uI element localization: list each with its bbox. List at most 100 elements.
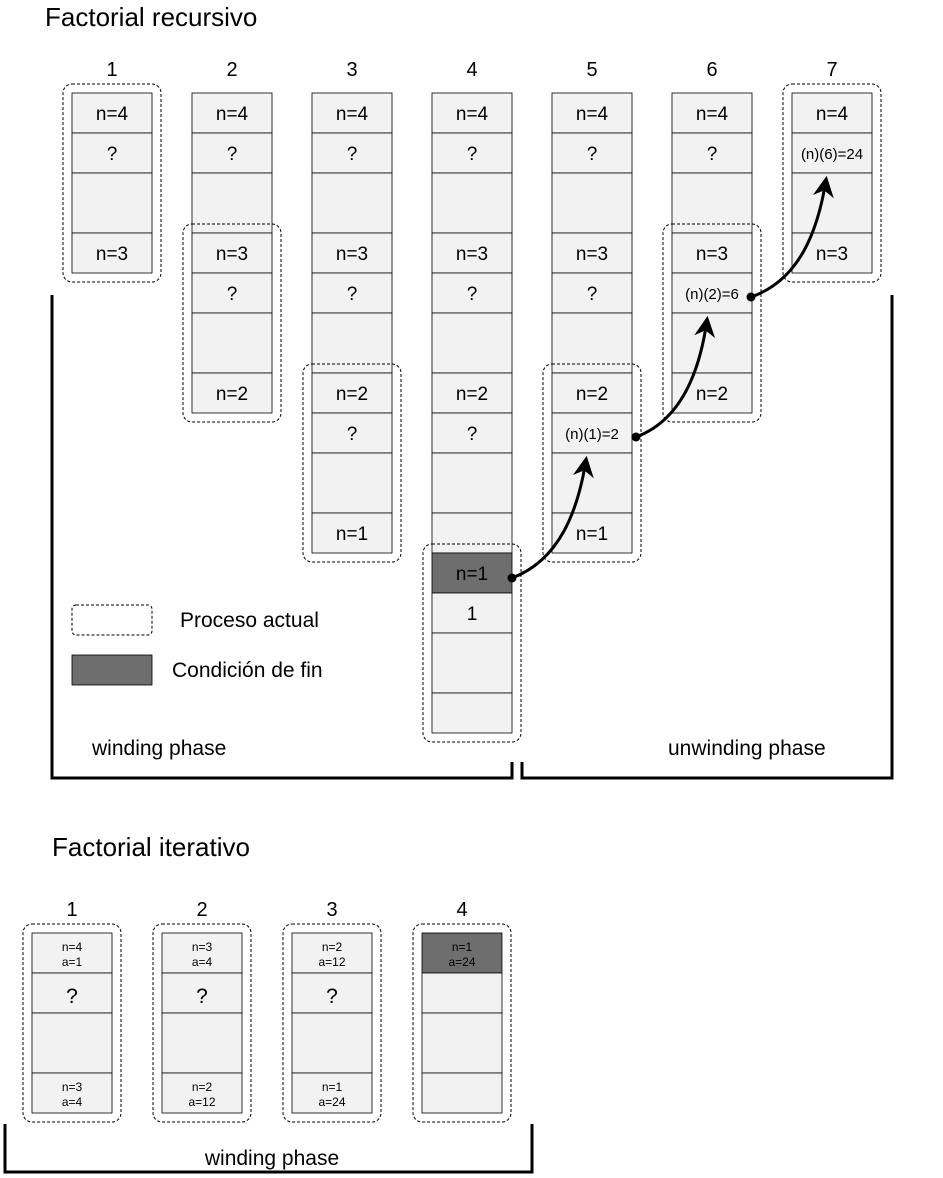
current-process-outline: [22, 923, 122, 1123]
stack-cell: [791, 92, 873, 134]
recursive-stack-cells: [71, 92, 873, 734]
stack-cell: [421, 1072, 503, 1114]
cell-label: n=1: [576, 524, 608, 545]
cell-label: n=3: [816, 244, 848, 265]
stack-cell: [551, 172, 633, 234]
current-process-outlines: [62, 83, 882, 743]
stack-cell: [551, 272, 633, 314]
cell-label: n=3: [696, 244, 728, 265]
stack-cell: [191, 272, 273, 314]
iterative-title: Factorial iterativo: [52, 832, 250, 862]
current-process-outline: [152, 923, 252, 1123]
cell-label: n=3: [216, 244, 248, 265]
stack-cell: [71, 132, 153, 174]
cell-label: ?: [587, 144, 598, 165]
cell-label: n=4: [96, 104, 129, 125]
legend: Proceso actual Condición de fin: [71, 604, 323, 686]
cell-label: a=1: [62, 955, 83, 969]
column-number: 4: [456, 899, 467, 921]
stack-cell: [291, 1072, 373, 1114]
cell-label: ?: [587, 284, 598, 305]
cell-label: ?: [467, 284, 478, 305]
cell-label: a=4: [192, 955, 213, 969]
column-number: 2: [196, 899, 207, 921]
cell-label: a=4: [62, 1095, 83, 1109]
stack-cell: [431, 272, 513, 314]
current-process-outline: [422, 543, 522, 743]
cell-label: n=3: [192, 940, 213, 954]
stack-cell: [431, 172, 513, 234]
cell-label: n=4: [816, 104, 849, 125]
cell-label: n=2: [216, 384, 248, 405]
legend-current-process-swatch: [71, 604, 153, 636]
cell-label: n=4: [696, 104, 729, 125]
recursive-column-numbers: 1 2 3 4 5 6 7: [106, 59, 837, 81]
cell-label: n=2: [336, 384, 368, 405]
cell-label: n=2: [192, 1080, 213, 1094]
stack-cell: [161, 972, 243, 1014]
cell-label: ?: [326, 985, 338, 1008]
legend-end-condition-label: Condición de fin: [172, 659, 323, 682]
cell-label: a=12: [188, 1095, 215, 1109]
return-arrow: [635, 315, 716, 439]
cell-label: n=1: [322, 1080, 343, 1094]
column-number: 7: [826, 59, 837, 81]
cell-label: ?: [347, 424, 358, 445]
cell-label: n=4: [456, 104, 489, 125]
stack-cell: [431, 232, 513, 274]
stack-cell: [71, 172, 153, 234]
iterative-winding-phase-bracket: [3, 1124, 534, 1174]
stack-cell: [71, 92, 153, 134]
end-condition-label: a=24: [448, 955, 475, 969]
end-condition-cell: [431, 552, 513, 594]
stack-cell: [551, 132, 633, 174]
stack-cell: [311, 372, 393, 414]
arrow-origin-dot: [507, 573, 517, 583]
cell-label: n=3: [336, 244, 368, 265]
return-arrow: [750, 175, 834, 299]
stack-cell: [671, 272, 753, 314]
stack-cell: [161, 1072, 243, 1114]
stack-cell: [551, 92, 633, 134]
stack-cell: [431, 132, 513, 174]
stack-cell: [791, 232, 873, 274]
cell-label: 1: [467, 604, 478, 625]
current-process-outline: [412, 923, 512, 1123]
column-number: 3: [346, 59, 357, 81]
stack-cell: [191, 172, 273, 234]
iterative-column-numbers: 1 2 3 4: [66, 899, 467, 921]
cell-label: n=4: [216, 104, 249, 125]
stack-cell: [431, 312, 513, 374]
cell-label: n=3: [96, 244, 128, 265]
cell-label: ?: [707, 144, 718, 165]
end-condition-label: n=1: [456, 564, 488, 585]
return-arrows: [511, 175, 834, 580]
iterative-cell-labels: n=4 a=1 ? n=3 a=4 n=3 a=4 ? n=2 a=12 n=2…: [62, 940, 476, 1109]
cell-label: ?: [227, 284, 238, 305]
stack-cell: [551, 452, 633, 514]
current-process-outline: [662, 223, 762, 423]
stack-cell: [31, 1072, 113, 1114]
stack-cell: [311, 512, 393, 554]
cell-label: n=2: [696, 384, 728, 405]
stack-cell: [431, 632, 513, 694]
cell-label: ?: [347, 284, 358, 305]
cell-label: ?: [66, 985, 78, 1008]
cell-label: n=1: [336, 524, 368, 545]
stack-cell: [291, 972, 373, 1014]
stack-cell: [431, 592, 513, 634]
phase-brackets: [50, 295, 894, 780]
stack-cell: [671, 172, 753, 234]
stack-cell: [431, 512, 513, 554]
column-number: 2: [226, 59, 237, 81]
stack-cell: [161, 1012, 243, 1074]
stack-cell: [311, 412, 393, 454]
cell-label: ?: [107, 144, 118, 165]
cell-label: (n)(1)=2: [565, 426, 619, 443]
stack-cell: [311, 172, 393, 234]
stack-cell: [431, 412, 513, 454]
cell-label: ?: [467, 144, 478, 165]
column-number: 1: [66, 899, 77, 921]
stack-cell: [551, 372, 633, 414]
cell-label: ?: [196, 985, 208, 1008]
